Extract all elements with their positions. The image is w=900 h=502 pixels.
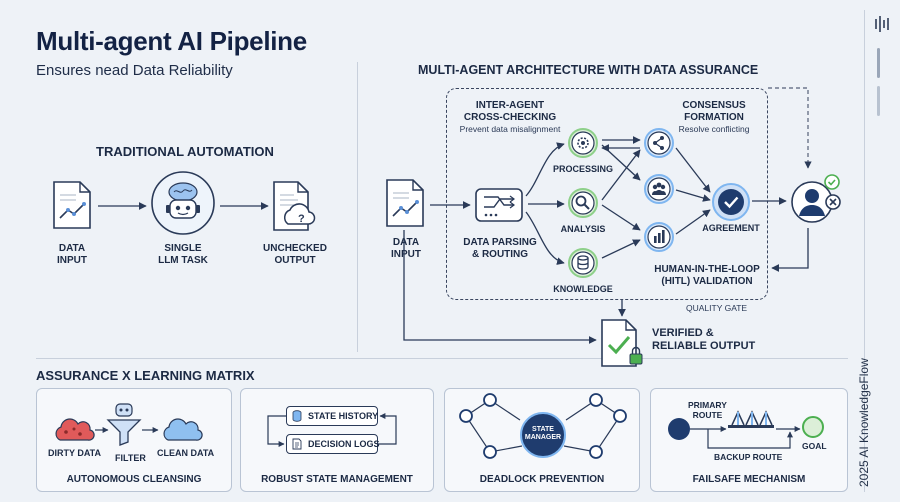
- people-icon[interactable]: [644, 174, 674, 204]
- consensus-desc: Resolve conflicting: [678, 124, 750, 134]
- consensus-title: CONSENSUS FORMATION: [682, 100, 746, 123]
- section-divider: [36, 358, 848, 359]
- backup-route-label: BACKUP ROUTE: [714, 452, 783, 462]
- cross-check-title: INTER-AGENT CROSS-CHECKING: [463, 100, 557, 123]
- verified-document-icon: [600, 318, 648, 368]
- filter-label: FILTER: [115, 453, 146, 463]
- state-manager-node: [520, 412, 566, 458]
- svg-text:?: ?: [298, 213, 305, 225]
- checkmark-icon[interactable]: [712, 183, 750, 221]
- sidebar-bar: [877, 48, 880, 78]
- sidebar-divider: [864, 10, 865, 492]
- sidebar-logo-icon: [874, 16, 890, 32]
- filter-robot-icon: [106, 402, 142, 446]
- single-llm-task-label: SINGLE LLM TASK: [158, 243, 208, 266]
- document-chart-icon: [52, 180, 92, 230]
- section-divider: [357, 62, 358, 352]
- state-manager-label: STATE MANAGER: [524, 426, 562, 441]
- agreement-label: AGREEMENT: [702, 223, 760, 233]
- arch-dashed-boundary: [446, 88, 768, 300]
- document-icon: [292, 438, 302, 450]
- architecture-heading: MULTI-AGENT ARCHITECTURE with DATA ASSUR…: [418, 63, 759, 77]
- page-subtitle: Ensures nead Data Reliability: [36, 62, 233, 79]
- bridge-icon: [726, 408, 776, 434]
- document-question-icon: ?: [272, 180, 316, 232]
- search-icon[interactable]: [568, 188, 598, 218]
- arch-document-chart-icon: [385, 178, 425, 228]
- robot-icon: [150, 170, 216, 236]
- cloud-icon: [160, 418, 203, 442]
- unchecked-output-label: UNCHECKED OUTPUT: [263, 243, 327, 266]
- clean-data-label: CLEAN DATA: [157, 448, 215, 458]
- parsing-routing-label: DATA PARSING & ROUTING: [463, 237, 537, 260]
- decision-logs-box: [286, 434, 378, 454]
- traditional-heading: TRADITIONAL AUTOMATION: [96, 144, 274, 159]
- processing-label: PROCESSING: [552, 164, 613, 174]
- hitl-label: HUMAN-IN-THE-LOOP (HITL) VALIDATION: [654, 264, 760, 287]
- cross-check-desc: Prevent data misalignment: [459, 124, 561, 134]
- sidebar-bar: [877, 86, 880, 116]
- database-icon[interactable]: [568, 248, 598, 278]
- matrix-heading: ASSURANCE x LEARNING MATRIX: [36, 368, 255, 383]
- dirty-cloud-icon: [52, 418, 95, 442]
- dirty-data-label: DIRTY DATA: [48, 448, 101, 458]
- network-icon[interactable]: [644, 128, 674, 158]
- deadlock-caption: DEADLOCK PREVENTION: [479, 474, 605, 485]
- knowledge-label: KNOWLEDGE: [553, 284, 613, 294]
- verified-output-label: VERIFIED & RELIABLE OUTPUT: [652, 327, 756, 352]
- cleansing-caption: AUTONOMOUS CLEANSING: [66, 474, 202, 485]
- page-title: Multi-agent AI Pipeline: [36, 26, 307, 56]
- primary-route-label: PRIMARY ROUTE: [688, 400, 727, 420]
- bar-chart-icon[interactable]: [644, 222, 674, 252]
- failsafe-caption: FAILSAFE MECHANISM: [692, 474, 806, 485]
- decision-logs-label: DECISION LOGS: [308, 439, 380, 449]
- human-validator-icon[interactable]: [790, 172, 842, 228]
- arch-data-input-label: DATA INPUT: [391, 237, 421, 260]
- state-caption: ROBUST STATE MANAGEMENT: [261, 474, 413, 485]
- router-icon: [474, 183, 524, 225]
- state-history-box: [286, 406, 378, 426]
- quality-gate-label: QUALITY GATE: [686, 303, 748, 313]
- trad-data-input-label: DATA INPUT: [57, 243, 87, 266]
- goal-node: [802, 416, 824, 438]
- goal-label: GOAL: [802, 441, 827, 451]
- analysis-label: ANALYSIS: [560, 224, 606, 234]
- database-icon: [292, 410, 302, 422]
- card-failsafe: [650, 388, 848, 492]
- start-node: [668, 418, 690, 440]
- gear-icon[interactable]: [568, 128, 598, 158]
- state-history-label: STATE HISTORY: [308, 411, 379, 421]
